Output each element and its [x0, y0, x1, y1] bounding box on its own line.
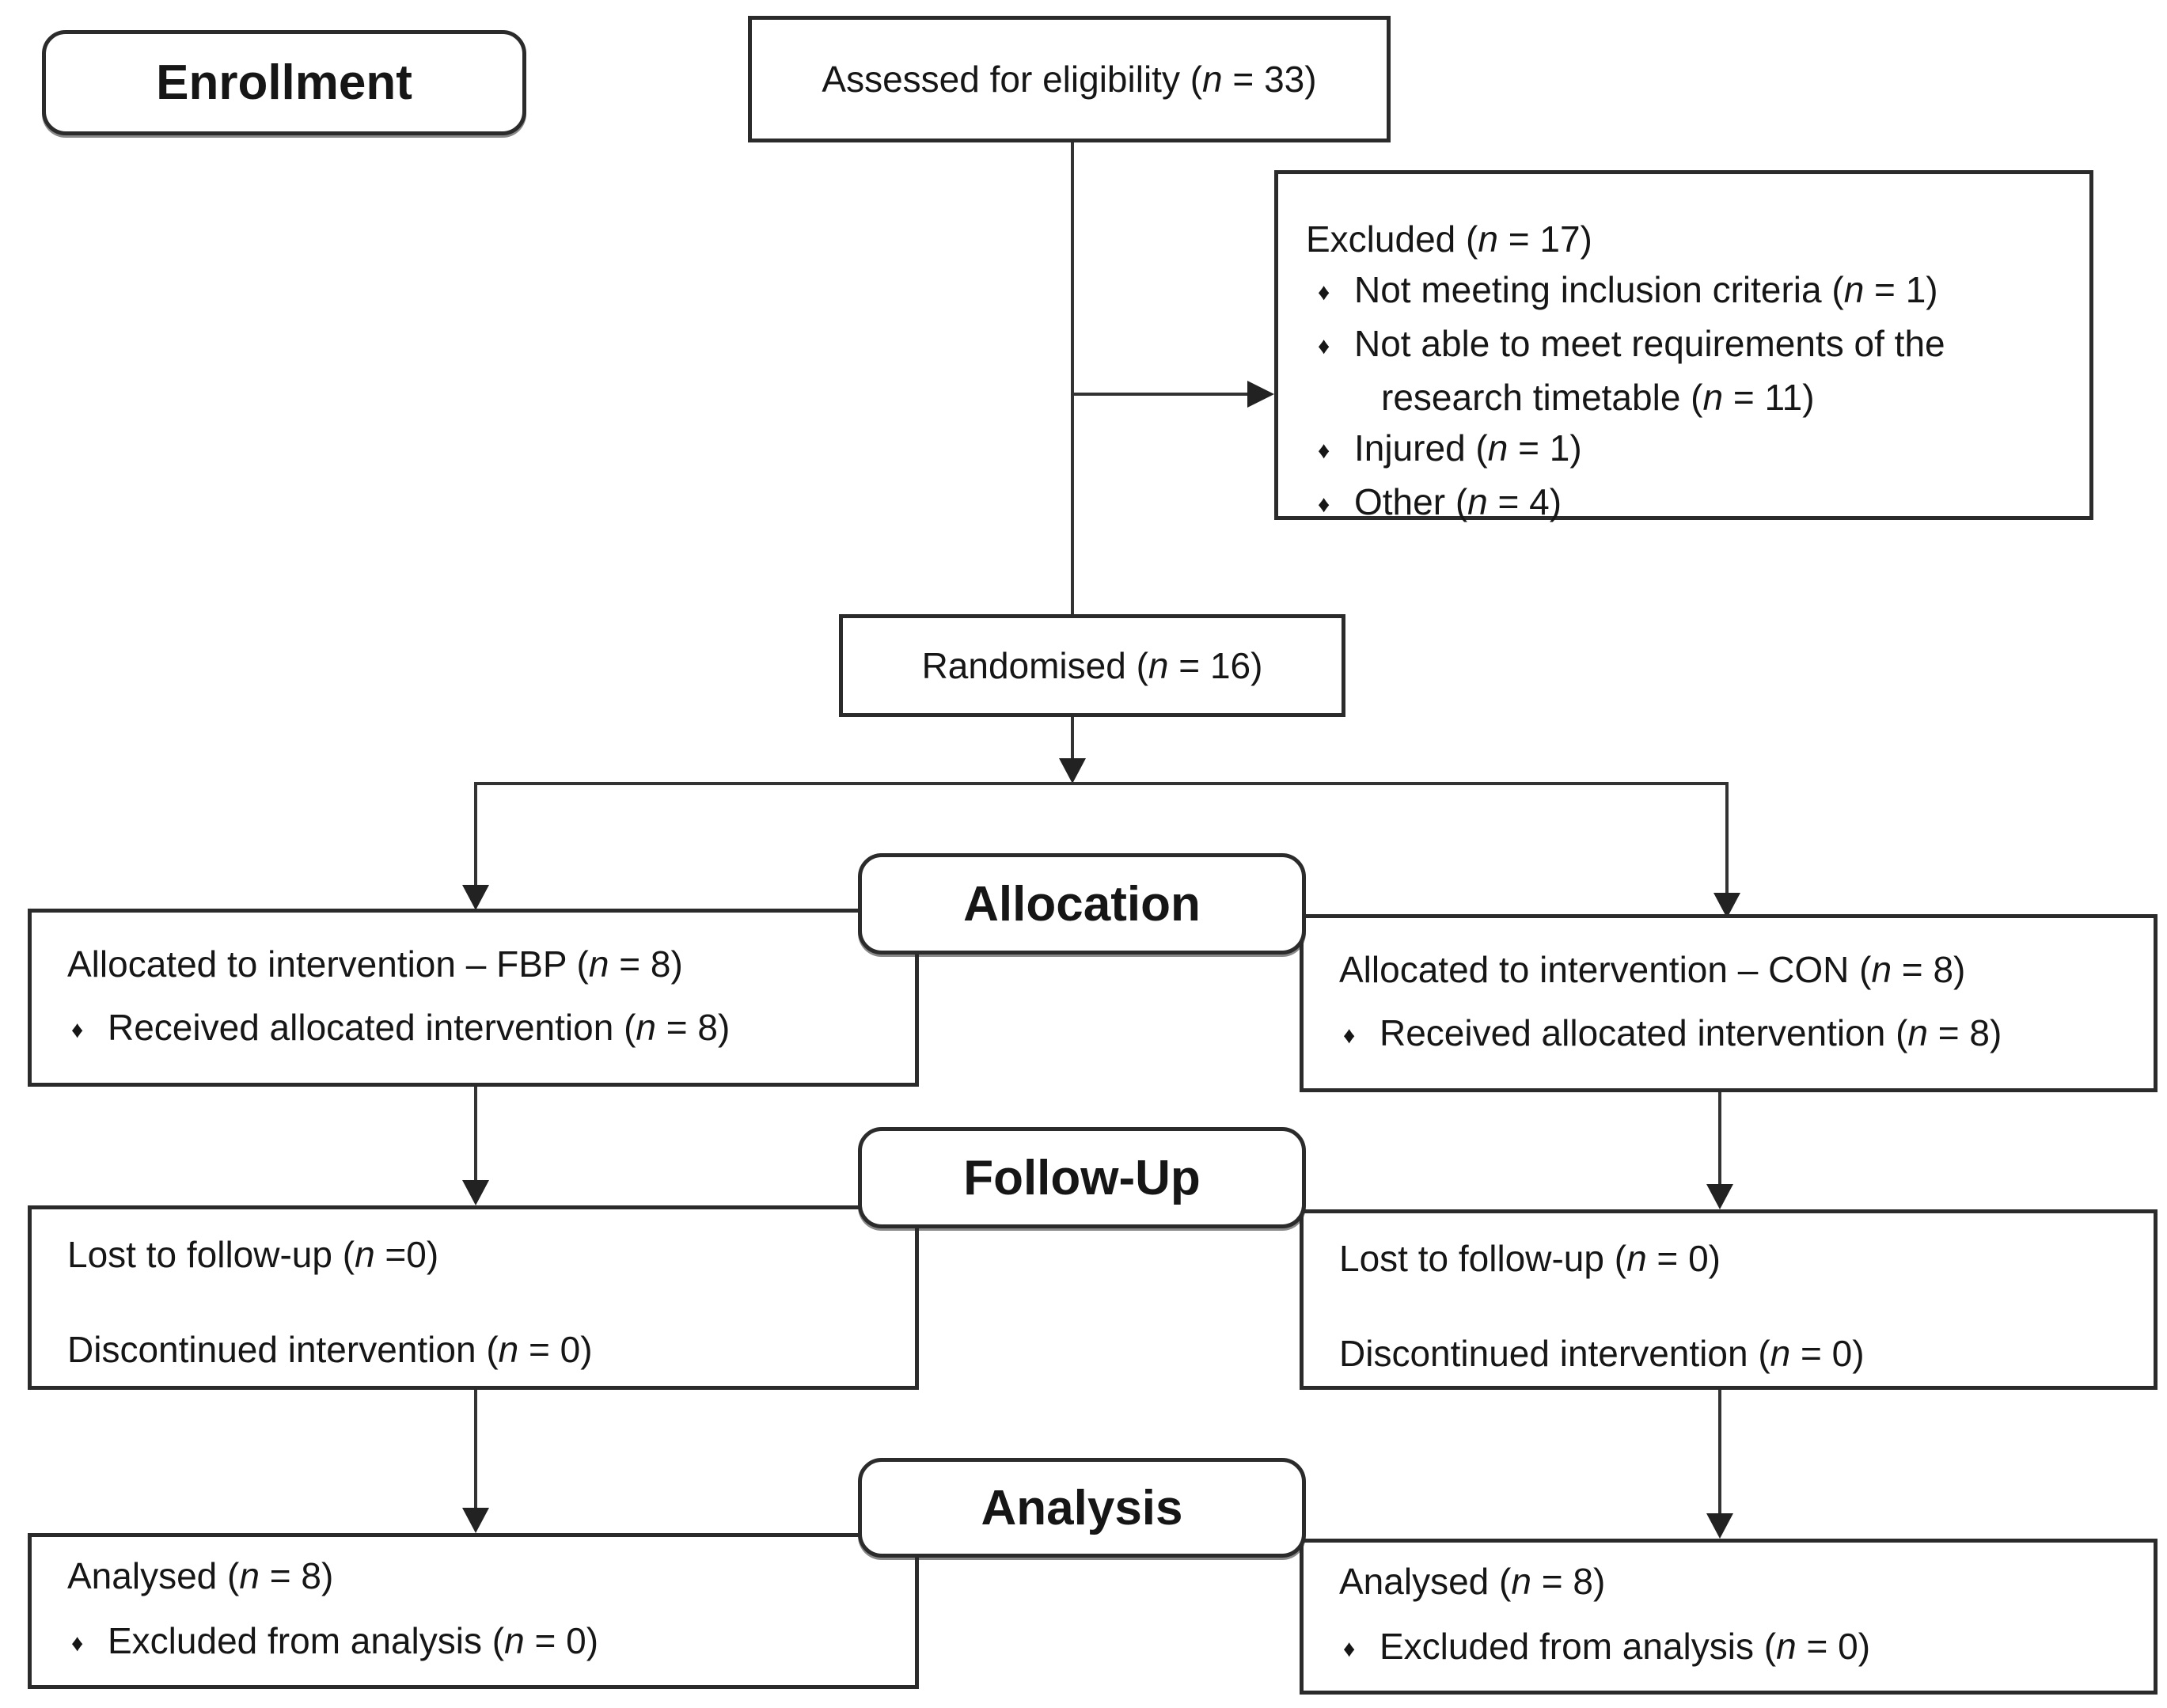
followup-con-lost: Lost to follow-up (n = 0): [1339, 1238, 1721, 1279]
followup-box-fbp: Lost to follow-up (n =0) Discontinued in…: [28, 1205, 919, 1390]
connector-randomised-branch: [1071, 717, 1074, 760]
stage-label-analysis: Analysis: [858, 1458, 1306, 1558]
allocation-con-title: Allocated to intervention – CON (n = 8): [1339, 949, 1966, 990]
allocation-fbp-item: ♦Received allocated intervention (n = 8): [32, 1004, 915, 1053]
assessed-text: Assessed for eligibility (n = 33): [822, 59, 1317, 100]
connector-branch-con: [1725, 784, 1729, 893]
diamond-bullet-icon: ♦: [71, 1017, 84, 1043]
analysis-fbp-item: ♦Excluded from analysis (n = 0): [32, 1618, 915, 1667]
stage-label-allocation-text: Allocation: [963, 876, 1201, 932]
connector-followup-analysis-left: [474, 1390, 477, 1509]
followup-fbp-lost: Lost to follow-up (n =0): [67, 1234, 439, 1275]
diamond-bullet-icon: ♦: [1318, 333, 1330, 359]
excluded-item: ♦Not meeting inclusion criteria (n = 1): [1278, 264, 2089, 318]
stage-label-allocation: Allocation: [858, 853, 1306, 955]
arrowhead-excluded-icon: [1247, 381, 1274, 408]
connector-fbp-followup: [474, 1087, 477, 1182]
stage-label-followup: Follow-Up: [858, 1127, 1306, 1228]
arrowhead-randomised-branch-icon: [1059, 758, 1086, 784]
analysis-box-fbp: Analysed (n = 8) ♦Excluded from analysis…: [28, 1533, 919, 1689]
analysis-con-title: Analysed (n = 8): [1339, 1561, 1606, 1602]
diamond-bullet-icon: ♦: [1343, 1636, 1356, 1662]
arrowhead-followup-right-icon: [1706, 1184, 1733, 1209]
randomised-box: Randomised (n = 16): [839, 614, 1345, 717]
allocation-box-con: Allocated to intervention – CON (n = 8) …: [1300, 914, 2158, 1092]
arrowhead-analysis-left-icon: [462, 1508, 489, 1533]
allocation-fbp-title: Allocated to intervention – FBP (n = 8): [67, 943, 683, 985]
connector-excluded: [1071, 393, 1247, 396]
connector-con-followup: [1718, 1092, 1721, 1186]
arrowhead-con-icon: [1713, 893, 1740, 918]
stage-label-enrollment: Enrollment: [42, 30, 526, 135]
excluded-box: Excluded (n = 17) ♦Not meeting inclusion…: [1274, 170, 2093, 522]
followup-box-con: Lost to follow-up (n = 0) Discontinued i…: [1300, 1209, 2158, 1390]
diamond-bullet-icon: ♦: [71, 1630, 84, 1657]
analysis-con-item: ♦Excluded from analysis (n = 0): [1304, 1623, 2154, 1672]
diamond-bullet-icon: ♦: [1318, 279, 1330, 306]
arrowhead-fbp-icon: [462, 885, 489, 910]
arrowhead-analysis-right-icon: [1706, 1513, 1733, 1539]
excluded-title: Excluded (n = 17): [1306, 218, 1592, 260]
excluded-item: ♦Other (n = 4): [1278, 476, 2089, 530]
connector-assessed-randomised: [1071, 141, 1074, 616]
diamond-bullet-icon: ♦: [1318, 492, 1330, 518]
excluded-item: ♦Injured (n = 1): [1278, 423, 2089, 476]
diamond-bullet-icon: ♦: [1343, 1023, 1356, 1049]
assessed-box: Assessed for eligibility (n = 33): [748, 16, 1391, 142]
connector-followup-analysis-right: [1718, 1390, 1721, 1515]
stage-label-enrollment-text: Enrollment: [156, 55, 412, 110]
branch-line: [474, 782, 1729, 785]
allocation-con-item: ♦Received allocated intervention (n = 8): [1304, 1010, 2154, 1059]
followup-fbp-discontinued: Discontinued intervention (n = 0): [67, 1329, 593, 1370]
analysis-fbp-title: Analysed (n = 8): [67, 1555, 334, 1596]
diamond-bullet-icon: ♦: [1318, 438, 1330, 464]
randomised-text: Randomised (n = 16): [921, 645, 1263, 686]
analysis-box-con: Analysed (n = 8) ♦Excluded from analysis…: [1300, 1539, 2158, 1695]
allocation-box-fbp: Allocated to intervention – FBP (n = 8) …: [28, 909, 919, 1087]
arrowhead-followup-left-icon: [462, 1180, 489, 1205]
connector-branch-fbp: [474, 784, 477, 885]
excluded-item: ♦Not able to meet requirements of the re…: [1318, 323, 1945, 418]
followup-con-discontinued: Discontinued intervention (n = 0): [1339, 1333, 1865, 1374]
stage-label-followup-text: Follow-Up: [963, 1150, 1201, 1205]
stage-label-analysis-text: Analysis: [981, 1480, 1183, 1535]
